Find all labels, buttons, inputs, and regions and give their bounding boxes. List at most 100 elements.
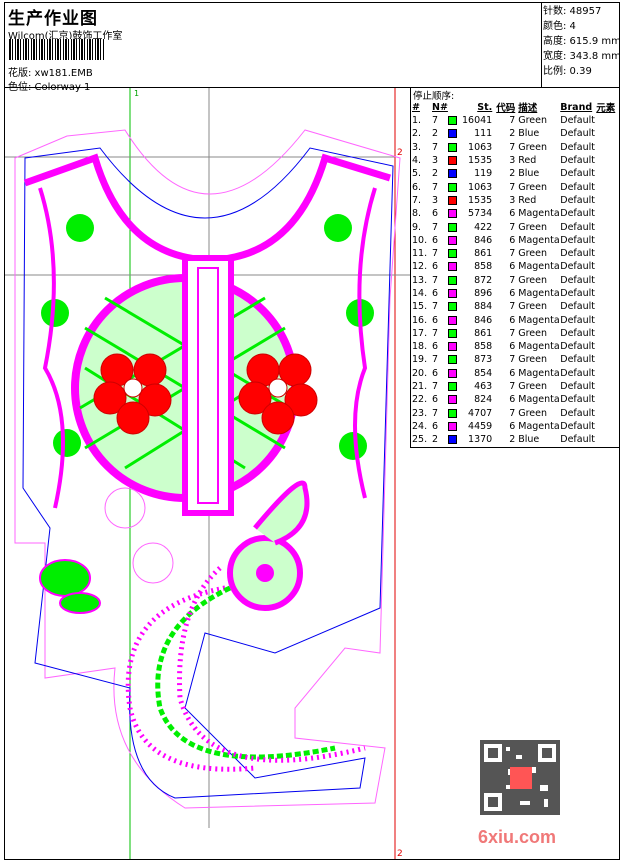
table-cell: 7.	[412, 194, 422, 206]
color-swatch	[448, 235, 457, 245]
column-header: N#	[432, 101, 448, 113]
table-cell: 1535	[468, 194, 493, 206]
table-cell: Default	[560, 208, 595, 220]
table-cell: 24.	[412, 420, 428, 432]
placket-inner	[197, 267, 219, 504]
table-cell: 1063	[468, 181, 493, 193]
table-cell: Default	[560, 128, 595, 140]
table-cell: 422	[474, 221, 493, 233]
table-cell: 824	[474, 394, 493, 406]
table-cell: 4459	[468, 420, 493, 432]
table-cell: 896	[474, 288, 493, 299]
table-cell: 119	[474, 168, 493, 180]
table-cell: 846	[474, 314, 493, 326]
color-swatch	[448, 421, 457, 431]
swatch-cell	[448, 380, 462, 393]
colorway: 色位: Colorway 1	[8, 82, 91, 93]
table-cell: 6	[432, 314, 439, 326]
red-guide-label-top: 2	[397, 148, 403, 158]
table-cell: Green	[518, 354, 548, 366]
swatch-cell	[448, 154, 462, 167]
table-cell: 2	[432, 128, 439, 140]
barcode	[9, 39, 105, 60]
table-cell: Default	[560, 434, 595, 446]
table-cell: Default	[560, 367, 595, 379]
table-cell: 846	[474, 234, 493, 246]
table-cell: 7	[432, 221, 439, 233]
table-cell: 3	[509, 194, 516, 206]
swatch-cell	[448, 194, 462, 207]
table-cell: 2.	[412, 128, 422, 140]
color-swatch	[448, 195, 457, 205]
color-swatch	[448, 342, 457, 352]
inner-outline	[22, 147, 394, 799]
side-flowers	[41, 214, 374, 460]
table-cell: 21.	[412, 381, 428, 393]
swatch-cell	[448, 167, 462, 180]
column-header: #	[412, 101, 420, 113]
swatch-cell	[448, 260, 462, 273]
table-cell: 6	[509, 208, 516, 220]
table-cell: 7	[509, 181, 516, 193]
table-cell: 1.	[412, 115, 422, 127]
table-cell: 858	[474, 341, 493, 353]
table-cell: 7	[432, 115, 439, 127]
magenta-leaves	[38, 187, 377, 509]
table-cell: Magenta	[518, 208, 560, 220]
circle-mark	[132, 542, 174, 584]
table-cell: Green	[518, 381, 548, 393]
table-cell: 8.	[412, 208, 422, 220]
color-swatch	[448, 395, 457, 405]
table-cell: 4.	[412, 155, 422, 167]
table-cell: 14.	[412, 288, 428, 299]
color-swatch	[448, 408, 457, 418]
table-cell: Default	[560, 261, 595, 273]
table-cell: 9.	[412, 221, 422, 233]
table-cell: Default	[560, 420, 595, 432]
table-cell: Default	[560, 248, 595, 260]
table-cell: 854	[474, 367, 493, 379]
page-title: 生产作业图	[8, 9, 98, 29]
table-cell: 861	[474, 327, 493, 339]
swatch-cell	[448, 180, 462, 193]
butterfly	[39, 559, 101, 614]
table-cell: 6	[509, 394, 516, 406]
table-cell: 6	[432, 261, 439, 273]
table-cell: 1535	[468, 155, 493, 167]
table-cell: 1370	[468, 434, 493, 446]
stitch-count: 针数: 48957	[543, 6, 602, 17]
swatch-cell	[448, 114, 462, 127]
red-flower-left	[93, 353, 172, 435]
table-cell: 13.	[412, 274, 428, 286]
swatch-cell	[448, 300, 462, 313]
table-cell: 3	[509, 155, 516, 167]
swatch-cell	[448, 340, 462, 353]
table-cell: 7	[432, 248, 439, 260]
table-cell: Blue	[518, 128, 540, 140]
table-cell: 2	[509, 434, 516, 446]
table-cell: 463	[474, 381, 493, 393]
table-cell: 3	[432, 155, 439, 167]
table-cell: 6	[432, 394, 439, 406]
color-swatch	[448, 382, 457, 392]
swatch-cell	[448, 433, 462, 446]
table-cell: 7	[509, 221, 516, 233]
table-cell: 20.	[412, 367, 428, 379]
table-cell: Default	[560, 394, 595, 406]
table-cell: 6	[509, 234, 516, 246]
stop-sequence-label: 停止顺序:	[413, 91, 455, 102]
table-cell: 7	[509, 354, 516, 366]
table-cell: Default	[560, 234, 595, 246]
table-cell: 16041	[462, 115, 493, 127]
table-cell: 4707	[468, 407, 493, 419]
color-swatch	[448, 275, 457, 285]
swatch-cell	[448, 274, 462, 287]
table-cell: 5734	[468, 208, 493, 220]
